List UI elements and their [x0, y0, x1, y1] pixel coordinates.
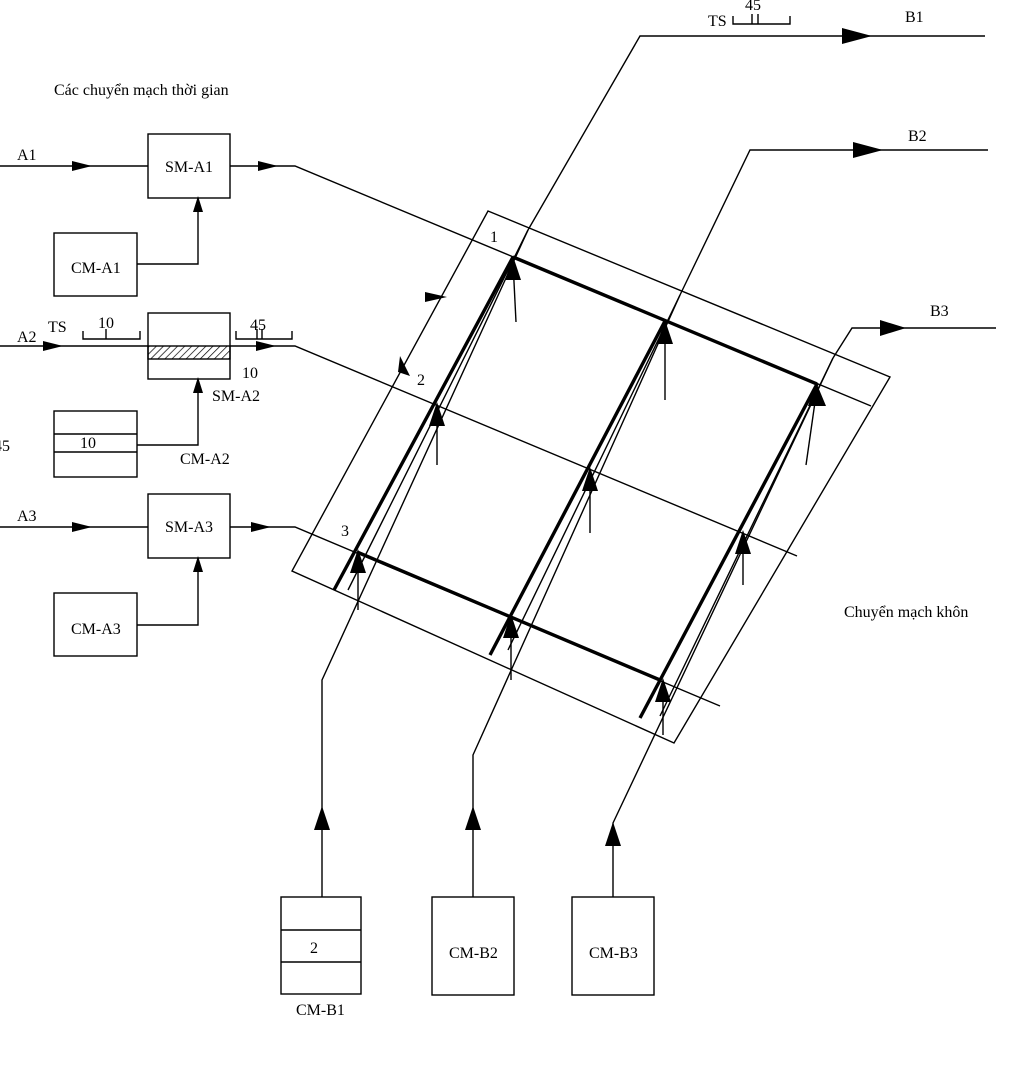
slot-out-top-label: 45 [745, 0, 761, 14]
bus-a2 [230, 345, 798, 557]
slot-out-bracket [732, 16, 791, 25]
bus-a1 [230, 165, 872, 407]
cm-b3-up-arrow [605, 822, 621, 846]
out-b2-arrow [853, 142, 883, 158]
ts-out-label: TS [708, 13, 727, 30]
sm-a3-box [147, 493, 231, 559]
cm-a2-control-line [137, 379, 199, 446]
crosspoint-3-label: 3 [341, 523, 349, 540]
input-a1-arrow [72, 161, 92, 171]
cm-b1-box [280, 896, 362, 995]
crosspoint-2-label: 2 [417, 372, 425, 389]
cm-b2-label: CM-B2 [449, 945, 498, 962]
slot-in-label: 10 [98, 315, 114, 332]
col-b2-thick [488, 320, 667, 656]
left-45-label: 45 [0, 438, 10, 455]
input-a3-arrow [72, 522, 92, 532]
crosspoint-arrow-33 [655, 678, 671, 702]
cm-a3-control-arrow [193, 556, 203, 572]
crosspoint-arrow-32 [503, 614, 519, 638]
input-a2-label: A2 [17, 329, 37, 346]
sm-a1-box [147, 133, 231, 199]
slot-out-label: 45 [250, 317, 266, 334]
time-switch-title: Các chuyển mạch thời gian [54, 82, 229, 99]
cm-a2-control-arrow [193, 377, 203, 393]
cm-a3-label: CM-A3 [71, 621, 121, 638]
out-b3-arrow [880, 320, 906, 336]
bus-a3-thick [356, 550, 661, 682]
crosspoint-arrow-23 [735, 530, 751, 554]
sm-a2-out-arrow [256, 341, 276, 351]
frame-arrow-1 [425, 292, 447, 302]
bus-a3 [230, 526, 721, 707]
cm-b1-up-arrow [314, 806, 330, 830]
out-b3-line [832, 327, 996, 359]
ts-in-label: TS [48, 319, 67, 336]
col-b3-thick [638, 383, 819, 719]
sm-a1-label: SM-A1 [165, 159, 213, 176]
cm-b3-label: CM-B3 [589, 945, 638, 962]
out-b2-line [679, 149, 988, 296]
sm-a3-label: SM-A3 [165, 519, 213, 536]
space-switch-frame [291, 210, 892, 744]
col-b1-thick [332, 256, 515, 591]
cm-a2-cell-value: 10 [80, 435, 96, 452]
crosspoint-arrow-31 [350, 549, 366, 573]
slot-out-a2-bracket [235, 331, 293, 340]
frame-arrow-2 [398, 356, 410, 376]
cm-a3-control-line [137, 558, 199, 626]
sm-a3-out-arrow [251, 522, 271, 532]
cm-a3-box [53, 592, 138, 657]
input-a2-arrow [43, 341, 63, 351]
cm-b2-box [431, 896, 515, 996]
cm-b1-cell-value: 2 [310, 940, 318, 957]
col-b2-thin [507, 294, 681, 651]
output-b3-label: B3 [930, 303, 949, 320]
output-b2-label: B2 [908, 128, 927, 145]
slot-after-sm-a2-label: 10 [242, 365, 258, 382]
cm-b2-control-line [472, 294, 681, 897]
cm-a1-label: CM-A1 [71, 260, 121, 277]
cm-b3-box [571, 896, 655, 996]
cm-a2-box [53, 410, 138, 478]
input-a3-label: A3 [17, 508, 37, 525]
cm-a1-control-line [137, 198, 199, 265]
out-b1-arrow [842, 28, 872, 44]
cm-b1-label: CM-B1 [296, 1002, 345, 1019]
output-b1-label: B1 [905, 9, 924, 26]
crosspoint-1-label: 1 [490, 229, 498, 246]
slot-in-bracket [82, 331, 141, 340]
sm-a2-hatched-slot [147, 345, 231, 360]
cm-b3-control-line [612, 357, 834, 897]
space-switch-title: Chuyển mạch khôn [844, 604, 968, 621]
cm-b1-control-line [321, 229, 529, 897]
crosspoint-arrow-11 [505, 256, 521, 280]
input-a1-label: A1 [17, 147, 37, 164]
cm-b2-up-arrow [465, 806, 481, 830]
cm-a1-control-arrow [193, 196, 203, 212]
cm-a1-box [53, 232, 138, 297]
cm-a2-label: CM-A2 [180, 451, 230, 468]
sm-a1-out-arrow [258, 161, 278, 171]
sm-a2-label: SM-A2 [212, 388, 260, 405]
